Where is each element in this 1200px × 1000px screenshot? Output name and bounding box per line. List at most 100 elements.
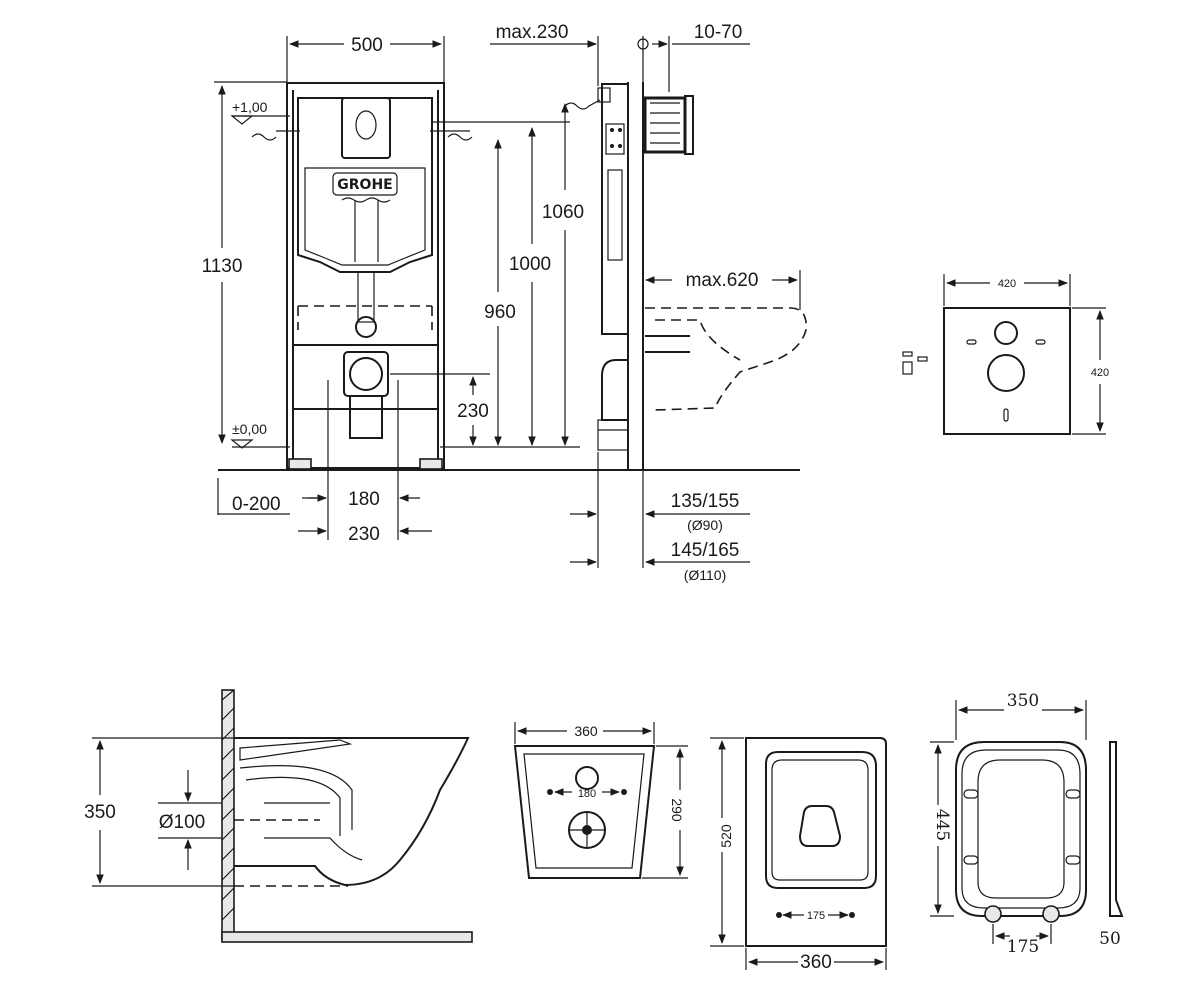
dim-d1: 135/155: [671, 491, 740, 512]
flush-plate-opening: [341, 97, 391, 159]
seat-bumper: [1065, 855, 1081, 865]
frame-foot-left: [288, 458, 312, 470]
dim-max-projection: max.620: [686, 270, 759, 291]
bowl-side-view: 350 Ø100: [84, 689, 473, 943]
seat-view: 175 350 445 50: [930, 691, 1124, 957]
side-cistern: [607, 169, 623, 261]
seat-hinge-right: [1042, 905, 1060, 923]
dim-d2-pipe: (Ø110): [684, 567, 727, 583]
dim-wall-range: 10-70: [694, 22, 743, 43]
dim-offset: 0-200: [232, 494, 281, 515]
bolt-hole-left: [547, 789, 553, 795]
flush-pipe: [357, 271, 375, 323]
seat-profile: [1109, 741, 1124, 917]
side-bolt: [610, 144, 614, 148]
brand-logo: GROHE: [337, 177, 392, 193]
dim-d2: 145/165: [671, 540, 740, 561]
flush-bend: [355, 316, 377, 338]
water-supply-left: [251, 133, 277, 141]
flush-valve: [355, 110, 377, 140]
cistern-inner: [304, 167, 426, 266]
frame-side-dimensions: max.230 10-70 max.620 135/155 (Ø90) 145/…: [490, 22, 801, 583]
bowl-trap: [329, 837, 363, 861]
dim-1000: 1000: [509, 254, 551, 275]
dim-back-depth: 290: [669, 798, 685, 822]
bowl-top-rim: [765, 751, 877, 889]
level-zero: ±0,00: [232, 421, 267, 437]
dim-960: 960: [484, 302, 516, 323]
drain-hole: [349, 357, 383, 391]
water-supply-right: [447, 133, 473, 141]
drain-bend-side: [601, 359, 628, 421]
dim-max-depth: max.230: [496, 22, 569, 43]
bowl-back-view: 180 360 290: [513, 722, 688, 879]
dim-frame-width: 500: [351, 35, 383, 56]
bowl-channel-inner: [245, 776, 341, 836]
dim-hinge-spacing: 175: [1007, 937, 1039, 957]
supply-valve: [597, 87, 611, 103]
side-bolt: [618, 144, 622, 148]
frame-side-view: [564, 82, 807, 470]
dim-pad-width: 420: [998, 278, 1016, 290]
back-flush-hole: [575, 766, 599, 790]
dim-back-width: 360: [574, 723, 598, 739]
dim-d1-pipe: (Ø90): [687, 517, 723, 533]
seat-inner-edge: [961, 749, 1081, 909]
bowl-outline: [234, 737, 470, 887]
pad-flush-hole: [994, 321, 1018, 345]
dim-total-height: 1130: [202, 256, 243, 277]
bowl-top-view: 175 520 360: [710, 737, 887, 973]
seat-outline: [955, 741, 1087, 917]
bowl-top-rim-inner: [771, 759, 869, 881]
pad-slot: [966, 339, 977, 345]
dim-seat-width: 350: [1007, 691, 1039, 711]
flush-plate-front: [684, 95, 694, 155]
bowl-back-outline: [513, 745, 656, 879]
flush-plate-side: [643, 96, 687, 154]
side-bolt: [618, 128, 622, 132]
frame-front-view: GROHE: [218, 82, 800, 471]
pad-profile: [902, 351, 913, 357]
logo-frame: [332, 172, 398, 196]
frame-side-body: [601, 83, 629, 335]
level-top: +1,00: [232, 99, 268, 115]
bolt-hole-right: [621, 789, 627, 795]
dim-230-height: 230: [457, 401, 489, 422]
cistern: [297, 97, 433, 273]
bowl-inner-dashed: [655, 319, 741, 361]
frame-front-dimensions: 500 1130 +1,00 ±0,00 1060 1000 960 230 0…: [202, 35, 585, 545]
bowl-outlet: [798, 805, 842, 847]
dim-top-length: 520: [718, 824, 734, 848]
top-bolt-left: [776, 912, 782, 918]
dim-1060: 1060: [542, 202, 584, 223]
level-marker-zero: [230, 439, 254, 449]
wall-section: [221, 689, 235, 941]
pad-profile: [902, 361, 913, 375]
top-bolt-right: [849, 912, 855, 918]
frame-foot-right: [419, 458, 443, 470]
seat-bumper: [963, 789, 979, 799]
bowl-outline-dashed: [297, 306, 433, 330]
floor-section: [221, 931, 473, 943]
pad-profile: [917, 356, 928, 362]
water-supply-side: [564, 99, 601, 110]
bowl-rim: [239, 739, 353, 761]
bowl-channel: [239, 765, 353, 830]
bowl-outline-side-dashed: [645, 307, 807, 411]
pad-slot: [1003, 408, 1009, 422]
seat-bumper: [1065, 789, 1081, 799]
seat-opening: [977, 759, 1065, 899]
wall-hatch: [221, 689, 235, 921]
frame-outline: [286, 82, 445, 469]
drain-pipe: [349, 395, 383, 439]
dim-bowl-height: 350: [84, 802, 116, 823]
dim-pipe-diameter: Ø100: [159, 812, 205, 833]
dim-230-spacing: 230: [348, 524, 380, 545]
dim-top-spacing: 175: [807, 910, 825, 922]
seat-bumper: [963, 855, 979, 865]
pad-outline: [943, 307, 1071, 435]
dim-seat-thickness: 50: [1099, 929, 1121, 949]
drain-outlet-side: [597, 419, 629, 451]
